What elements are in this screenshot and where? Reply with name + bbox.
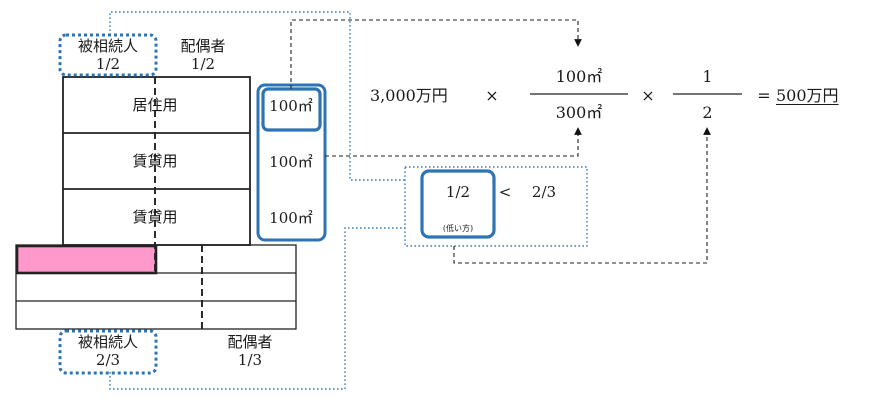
comparison-operator: < [498, 183, 512, 201]
land-spouse-ratio: 1/3 [237, 351, 263, 369]
formula-times-2: × [641, 86, 655, 105]
floor-area-2: 100㎡ [269, 153, 313, 171]
guide-land-share [109, 227, 405, 390]
deceased-label-boxes [58, 33, 158, 375]
formula-base: 3,000万円 [370, 86, 448, 105]
building-deceased-ratio: 1/2 [95, 55, 121, 73]
guide-building-share [109, 11, 405, 181]
formula-equals: = [757, 86, 771, 105]
floor-use-2: 賃貸用 [132, 152, 178, 170]
pink-highlight-cell [15, 244, 158, 275]
building-deceased-label: 被相続人 [77, 37, 138, 55]
comparison-note: (低い方) [442, 224, 474, 233]
floor-use-1: 居住用 [132, 96, 178, 114]
comparison-right: 2/3 [531, 183, 557, 201]
floor-area-1: 100㎡ [269, 97, 313, 115]
building-spouse-label: 配偶者 [180, 37, 226, 55]
arrow-to-denominator [325, 127, 582, 157]
half-ratio-box [420, 169, 496, 239]
share-dividers [154, 77, 203, 329]
dashed-arrows [290, 19, 711, 264]
formula-fraction-2-denominator: 2 [702, 103, 713, 122]
formula-fraction-1-denominator: 300㎡ [555, 103, 603, 122]
floor-use-3: 賃貸用 [132, 208, 178, 226]
building-spouse-ratio: 1/2 [190, 55, 216, 73]
land-deceased-label: 被相続人 [77, 333, 138, 351]
building [62, 76, 251, 246]
dotted-guide-lines [109, 11, 588, 390]
formula-times-1: × [485, 86, 499, 105]
formula-fraction-2-numerator: 1 [702, 67, 713, 86]
formula-fraction-1-numerator: 100㎡ [555, 67, 603, 86]
arrow-to-half [453, 127, 711, 264]
land-deceased-ratio: 2/3 [95, 351, 121, 369]
arrow-to-numerator [290, 19, 582, 89]
land-spouse-label: 配偶者 [227, 333, 273, 351]
floor-area-3: 100㎡ [269, 209, 313, 227]
comparison-left: 1/2 [445, 183, 471, 201]
deceased-land-label-box [58, 329, 158, 375]
comparison-frame [404, 166, 588, 247]
deceased-building-label-box [58, 33, 158, 77]
formula-result: 500万円 [776, 86, 839, 105]
